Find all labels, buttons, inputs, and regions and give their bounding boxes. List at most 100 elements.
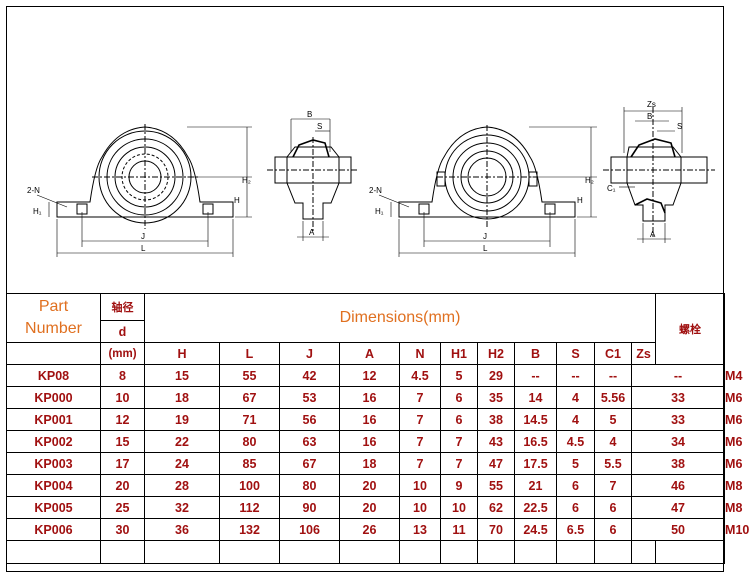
label-b-right: B (647, 112, 652, 121)
dimension-cell: 24.5 (514, 518, 557, 541)
dimension-cell: 16 (339, 386, 400, 409)
col-header: L (219, 342, 280, 365)
header-row-3: (mm) H L J A N H1 H2 B S C1 Zs (6, 342, 725, 365)
dimension-cell: 62 (477, 496, 515, 519)
drawing-svg: 2-N H₁ H₂ H J L B S A 2-N H₁ H₂ H J L Zs… (27, 100, 715, 257)
label-s: S (317, 122, 322, 131)
dimension-cell: 7 (399, 452, 441, 475)
label-h1: H₁ (33, 207, 42, 216)
col-header: H1 (440, 342, 478, 365)
empty-cell (219, 540, 280, 564)
empty-row (6, 540, 726, 564)
empty-cell (339, 540, 400, 564)
dimension-cell: 47 (630, 496, 726, 519)
dimension-cell: 6 (594, 496, 632, 519)
dimension-cell: 17.5 (514, 452, 557, 475)
dimension-cell: 9 (440, 474, 478, 497)
dimension-cell: 4 (556, 408, 595, 431)
shaft-diameter-cell: 20 (100, 474, 145, 497)
col-header: H2 (477, 342, 515, 365)
dimension-cell: 22 (144, 430, 220, 453)
front-view-right (378, 125, 597, 257)
part-number-header: Part Number (6, 293, 101, 343)
dimension-cell: 10 (440, 496, 478, 519)
label-j: J (141, 232, 145, 241)
dimension-cell: -- (630, 364, 726, 387)
part-number-cell: KP006 (6, 518, 101, 541)
dimension-cell: 35 (477, 386, 515, 409)
dimension-cell: 19 (144, 408, 220, 431)
dimension-cell: 50 (630, 518, 726, 541)
dimensions-header: Dimensions(mm) (143, 293, 657, 343)
label-h2: H₂ (242, 176, 251, 185)
empty-cell (594, 540, 632, 564)
shaft-unit-header: (mm) (100, 342, 145, 365)
part-number-cell: KP002 (6, 430, 101, 453)
empty-cell (514, 540, 557, 564)
dimension-cell: 16 (339, 408, 400, 431)
front-view-left (36, 124, 252, 257)
dimension-cell: 70 (477, 518, 515, 541)
dimension-cell: 18 (339, 452, 400, 475)
dimension-cell: 100 (219, 474, 280, 497)
dimension-cell: 106 (279, 518, 340, 541)
dimension-cell: -- (514, 364, 557, 387)
shaft-diameter-cell: 12 (100, 408, 145, 431)
dimension-cell: 10 (399, 496, 441, 519)
empty-cell (144, 540, 220, 564)
dimension-cell: 14.5 (514, 408, 557, 431)
col-header: H (144, 342, 220, 365)
empty-cell (556, 540, 595, 564)
empty-cell (279, 540, 340, 564)
dimension-cell: 56 (279, 408, 340, 431)
col-header: B (514, 342, 557, 365)
col-header: A (339, 342, 400, 365)
shaft-diameter-cell: 10 (100, 386, 145, 409)
dimension-cell: -- (594, 364, 632, 387)
dimension-cell: 43 (477, 430, 515, 453)
dimension-cell: 5 (440, 364, 478, 387)
dimension-cell: 46 (630, 474, 726, 497)
label-l: L (141, 244, 146, 253)
dimension-cell: 6 (440, 386, 478, 409)
label-2n: 2-N (27, 186, 40, 195)
shaft-cn-header: 轴径 (100, 293, 145, 321)
dimension-cell: 47 (477, 452, 515, 475)
label-b: B (307, 110, 312, 119)
empty-cell (477, 540, 515, 564)
dimension-cell: 7 (399, 386, 441, 409)
col-header: J (279, 342, 340, 365)
dimension-cell: 36 (144, 518, 220, 541)
dimension-cell: 71 (219, 408, 280, 431)
col-header: S (556, 342, 595, 365)
label-a: A (309, 228, 315, 237)
header-row-1: Part Number 轴径 Dimensions(mm) 螺栓 (6, 293, 726, 365)
dimension-cell: 21 (514, 474, 557, 497)
dimension-cell: 29 (477, 364, 515, 387)
dimension-cell: 24 (144, 452, 220, 475)
dimension-cell: 12 (339, 364, 400, 387)
dimension-cell: 15 (144, 364, 220, 387)
dimension-cell: 7 (399, 430, 441, 453)
empty-cell (440, 540, 478, 564)
part-number-cell: KP001 (6, 408, 101, 431)
shaft-diameter-cell: 8 (100, 364, 145, 387)
part-number-cell: KP08 (6, 364, 101, 387)
label-j-right: J (483, 232, 487, 241)
label-2n-right: 2-N (369, 186, 382, 195)
dimension-cell: 20 (339, 474, 400, 497)
part-number-cell: KP005 (6, 496, 101, 519)
dimension-cell: 33 (630, 408, 726, 431)
label-h: H (234, 196, 240, 205)
col-header: Zs (630, 342, 657, 365)
page-frame (6, 6, 724, 572)
dimension-cell: 4 (556, 386, 595, 409)
dimension-cell: 55 (219, 364, 280, 387)
dimension-cell: 13 (399, 518, 441, 541)
shaft-diameter-cell: 25 (100, 496, 145, 519)
dimension-cell: 38 (477, 408, 515, 431)
col-header: N (399, 342, 441, 365)
